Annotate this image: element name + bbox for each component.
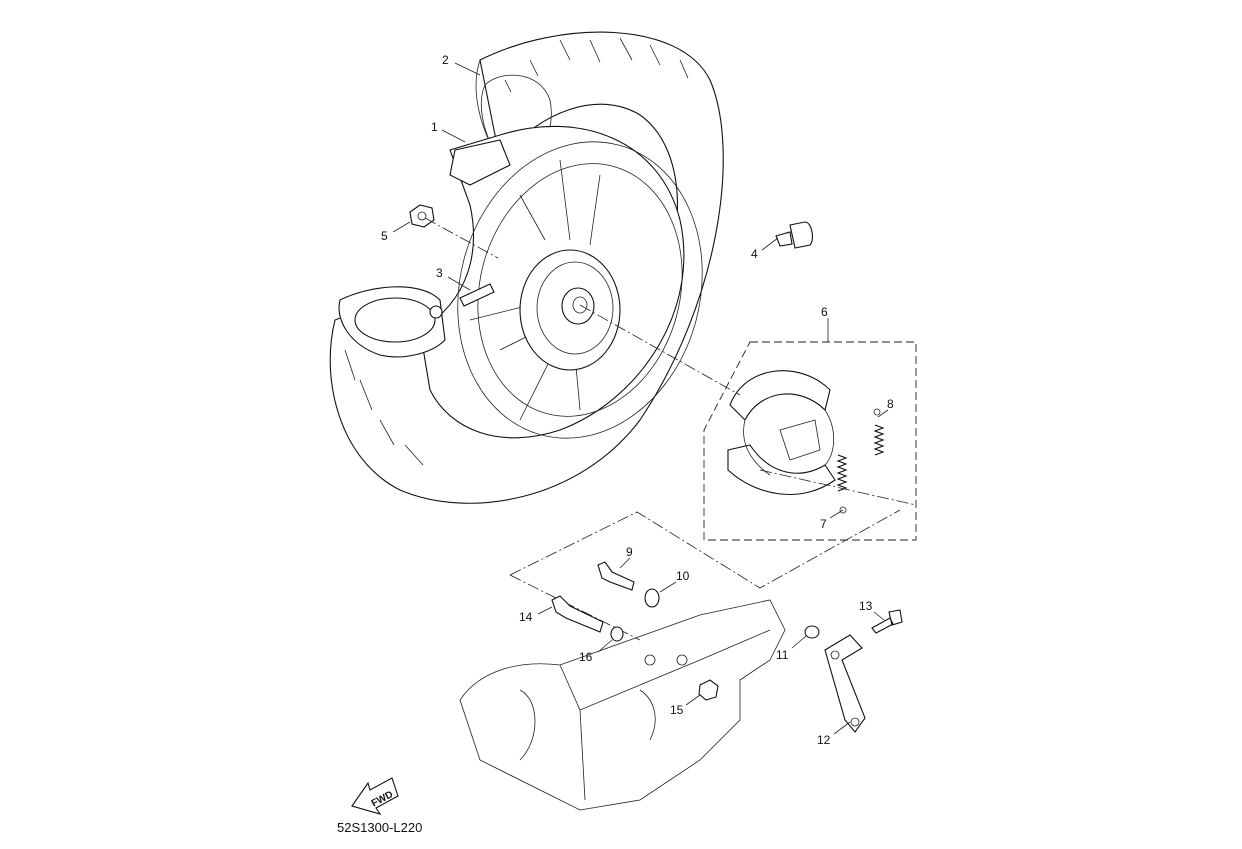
callout-numbers: 1 2 3 4 5 6 7 8 9 10 11 12 13 14 15 16 (381, 53, 894, 747)
callout-2: 2 (442, 53, 449, 67)
indicator-plate (804, 625, 820, 639)
callout-12: 12 (817, 733, 831, 747)
callout-15: 15 (670, 703, 684, 717)
callout-3: 3 (436, 266, 443, 280)
callout-4: 4 (751, 247, 758, 261)
engine-case (459, 599, 786, 811)
camshaft-assembly-boundary (509, 509, 901, 589)
callout-5: 5 (381, 229, 388, 243)
callout-8: 8 (887, 397, 894, 411)
callout-13: 13 (859, 599, 873, 613)
camshaft-seal (644, 588, 660, 608)
callout-leaders (392, 62, 889, 735)
callout-7: 7 (820, 517, 827, 531)
callout-10: 10 (676, 569, 690, 583)
drawing-code: 52S1300-L220 (337, 820, 423, 835)
valve (429, 283, 495, 319)
callout-9: 9 (626, 545, 633, 559)
brake-springs (836, 408, 885, 514)
callout-1: 1 (431, 120, 438, 134)
forward-arrow-icon: FWD (351, 777, 399, 815)
callout-16: 16 (579, 650, 593, 664)
brake-shoe-kit-boundary (703, 341, 917, 541)
brake-cam-shaft (551, 595, 604, 633)
assembly-line (579, 304, 741, 396)
o-ring (610, 626, 624, 642)
brake-camshaft (597, 561, 635, 591)
callout-11: 11 (776, 648, 789, 662)
callout-14: 14 (519, 610, 533, 624)
wheel-hub (519, 249, 621, 371)
flange-nut (698, 679, 719, 701)
callout-6: 6 (821, 305, 828, 319)
nut (409, 204, 435, 228)
assembly-line (759, 469, 917, 506)
assembly-line (424, 217, 499, 259)
brake-shoe (727, 370, 836, 496)
bolt (871, 609, 903, 634)
brake-cam-lever (824, 634, 866, 733)
balance-weight-clip (775, 221, 814, 249)
wheel-rim (338, 125, 703, 439)
